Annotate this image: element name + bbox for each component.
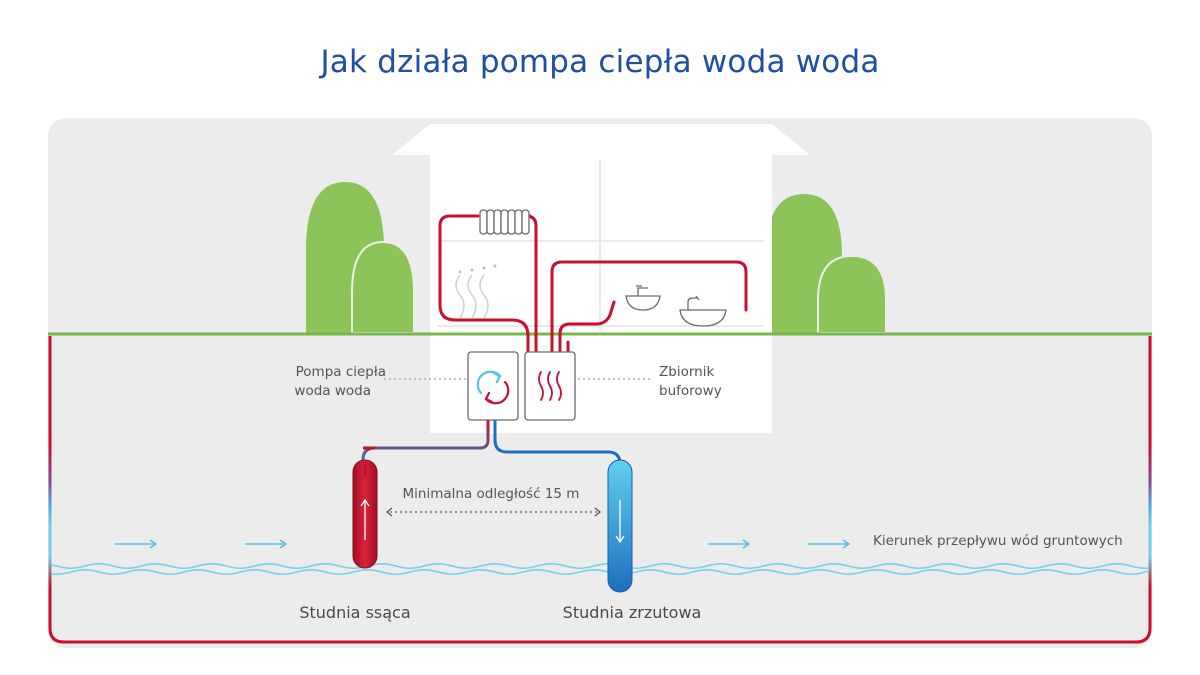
arrow-down-icon <box>615 500 625 544</box>
flow-arrows <box>115 539 851 549</box>
flow-arrow-icon <box>245 539 288 549</box>
suction-well <box>352 459 378 569</box>
buffer-tank-label-line2: buforowy <box>659 383 722 399</box>
heat-pump-label-line2: woda woda <box>294 383 371 399</box>
heat-pump-unit <box>467 351 519 421</box>
flow-arrow-icon <box>708 539 751 549</box>
bathtub-icon <box>679 295 727 327</box>
tree-left <box>306 182 415 334</box>
pipe-to-discharge-well <box>493 420 622 470</box>
circular-arrows-icon <box>476 370 510 405</box>
sink-icon <box>625 285 661 311</box>
arrow-up-icon <box>360 498 370 540</box>
flow-arrow-icon <box>115 539 158 549</box>
min-distance-label: Minimalna odległość 15 m <box>403 486 580 502</box>
distance-measure-icon <box>385 507 602 517</box>
groundwater-flow-label: Kierunek przepływu wód gruntowych <box>873 533 1123 549</box>
groundwater-loop <box>48 336 1152 644</box>
suction-well-label: Studnia ssąca <box>299 603 410 622</box>
page-title: Jak działa pompa ciepła woda woda <box>320 44 880 80</box>
pipe-to-suction-well <box>361 420 490 470</box>
tree-right <box>766 194 887 334</box>
buffer-tank <box>524 351 576 421</box>
radiator-icon <box>479 209 530 235</box>
buffer-tank-label-line1: Zbiornik <box>659 364 714 380</box>
discharge-well-label: Studnia zrzutowa <box>563 603 702 622</box>
discharge-well <box>607 459 633 593</box>
water-table <box>51 563 1149 575</box>
floor-heat-waves-icon <box>455 274 489 319</box>
flow-arrow-icon <box>808 539 851 549</box>
heat-waves-icon <box>538 371 562 401</box>
heat-pump-label-line1: Pompa ciepła <box>296 364 386 380</box>
